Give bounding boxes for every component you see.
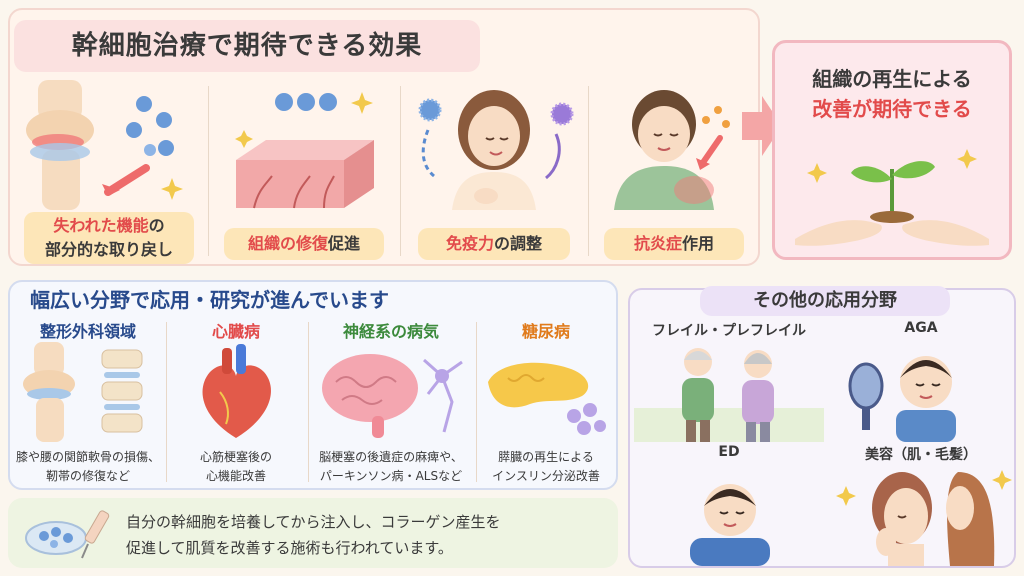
- effect-label-rest: 作用: [682, 234, 715, 253]
- pancreas-icon: [488, 362, 606, 435]
- field-nervous: 神経系の病気 脳梗塞の後遺症の麻痺や、 パーキンソン病・ALSなど: [312, 318, 470, 488]
- heart-icon: [202, 344, 271, 438]
- divider: [166, 322, 167, 482]
- divider: [400, 86, 401, 256]
- effect-label-em: 失われた機能: [53, 216, 149, 235]
- knee-joint-icon: [26, 80, 183, 210]
- elderly-couple-icon: [634, 348, 824, 442]
- effect-label-rest: 促進: [328, 234, 361, 253]
- note-line1: 自分の幹細胞を培養してから注入し、コラーゲン産生を: [126, 513, 501, 531]
- sprout-in-hands-icon: [795, 149, 989, 246]
- field-description: 膵臓の再生による インスリン分泌改善: [478, 448, 614, 486]
- field-desc-line2: パーキンソン病・ALSなど: [319, 469, 463, 484]
- divider: [476, 322, 477, 482]
- other-beauty: 美容（肌・毛髪）: [826, 444, 1016, 566]
- other-field-label: AGA: [904, 320, 938, 336]
- field-diabetes: 糖尿病 膵臓の再生による インスリン分泌改善: [478, 318, 614, 488]
- field-orthopedics: 整形外科領域 膝や腰の関節軟骨の損傷、 靭帯の修復など: [14, 318, 162, 488]
- effect-label: 失われた機能の 部分的な取り戻し: [24, 212, 194, 264]
- other-aga: AGA: [826, 320, 1016, 442]
- field-title: 心臓病: [211, 322, 260, 341]
- effects-panel: 幹細胞治療で期待できる効果 失われた機能の 部分的な取り戻し: [8, 8, 760, 266]
- effect-label: 組織の修復促進: [224, 228, 384, 260]
- effect-label: 免疫力の調整: [418, 228, 570, 260]
- effect-function-recovery: 失われた機能の 部分的な取り戻し: [16, 80, 202, 266]
- skin-tissue-icon: [235, 92, 374, 209]
- fields-title-bar: 幅広い分野で応用・研究が進んでいます: [14, 284, 474, 316]
- effect-label-em: 抗炎症: [633, 234, 682, 253]
- man-inflammation-icon: [614, 90, 730, 210]
- fields-panel: 幅広い分野で応用・研究が進んでいます 整形外科領域 膝や腰の関節軟骨の損傷、 靭…: [8, 280, 618, 490]
- field-desc-line2: 心機能改善: [205, 469, 266, 484]
- effect-anti-inflammatory: 抗炎症作用: [594, 80, 754, 266]
- other-field-label: 美容（肌・毛髪）: [865, 447, 977, 463]
- divider: [308, 322, 309, 482]
- other-fields-panel: その他の応用分野 フレイル・プレフレイル AGA E: [628, 286, 1016, 568]
- woman-immune-icon: [418, 90, 574, 210]
- field-desc-line2: インスリン分泌改善: [492, 469, 600, 484]
- field-description: 脳梗塞の後遺症の麻痺や、 パーキンソン病・ALSなど: [312, 448, 470, 486]
- field-desc-line2: 靭帯の修復など: [45, 469, 130, 484]
- page-title: 幹細胞治療で期待できる効果: [71, 31, 423, 61]
- result-line2: 改善が期待できる: [812, 97, 972, 121]
- field-desc-line1: 膝や腰の関節軟骨の損傷、: [15, 450, 160, 464]
- result-line1: 組織の再生による: [812, 67, 972, 91]
- note-text: 自分の幹細胞を培養してから注入し、コラーゲン産生を 促進して肌質を改善する施術も…: [126, 510, 501, 561]
- man-portrait-icon: [690, 484, 770, 566]
- other-fields-title: その他の応用分野: [700, 286, 950, 316]
- woman-beauty-icon: [836, 470, 1012, 566]
- brain-neuron-icon: [322, 354, 463, 438]
- title-banner: 幹細胞治療で期待できる効果: [14, 20, 480, 72]
- field-heart: 心臓病 心筋梗塞後の 心機能改善: [170, 318, 302, 488]
- effect-label-rest: の調整: [494, 234, 543, 253]
- other-frailty: フレイル・プレフレイル: [634, 320, 824, 442]
- other-field-label: フレイル・プレフレイル: [652, 323, 806, 339]
- petri-dish-syringe-icon: [25, 510, 110, 559]
- field-title: 糖尿病: [521, 322, 570, 341]
- field-desc-line1: 膵臓の再生による: [498, 450, 594, 464]
- effect-label: 抗炎症作用: [604, 228, 744, 260]
- effect-label-em: 免疫力: [445, 234, 494, 253]
- divider: [588, 86, 589, 256]
- effect-tissue-repair: 組織の修復促進: [214, 80, 394, 266]
- field-desc-line1: 心筋梗塞後の: [199, 450, 272, 464]
- note-line2: 促進して肌質を改善する施術も行われています。: [126, 538, 453, 557]
- result-panel: 組織の再生による 改善が期待できる: [772, 40, 1012, 260]
- knee-spine-icon: [23, 342, 143, 442]
- note-panel: 自分の幹細胞を培養してから注入し、コラーゲン産生を 促進して肌質を改善する施術も…: [8, 498, 618, 568]
- field-title: 整形外科領域: [39, 322, 136, 341]
- field-title: 神経系の病気: [342, 322, 439, 341]
- field-description: 心筋梗塞後の 心機能改善: [170, 448, 302, 486]
- effect-label-em: 組織の修復: [247, 234, 328, 253]
- man-mirror-icon: [848, 356, 956, 442]
- effect-label-rest: の: [148, 216, 165, 235]
- field-desc-line1: 脳梗塞の後遺症の麻痺や、: [319, 450, 463, 464]
- fields-title: 幅広い分野で応用・研究が進んでいます: [30, 288, 389, 312]
- divider: [208, 86, 209, 256]
- field-description: 膝や腰の関節軟骨の損傷、 靭帯の修復など: [14, 448, 162, 486]
- other-ed: ED: [634, 444, 824, 566]
- effect-immune: 免疫力の調整: [406, 80, 582, 266]
- effect-label-line2: 部分的な取り戻し: [44, 240, 173, 259]
- other-field-label: ED: [718, 444, 740, 460]
